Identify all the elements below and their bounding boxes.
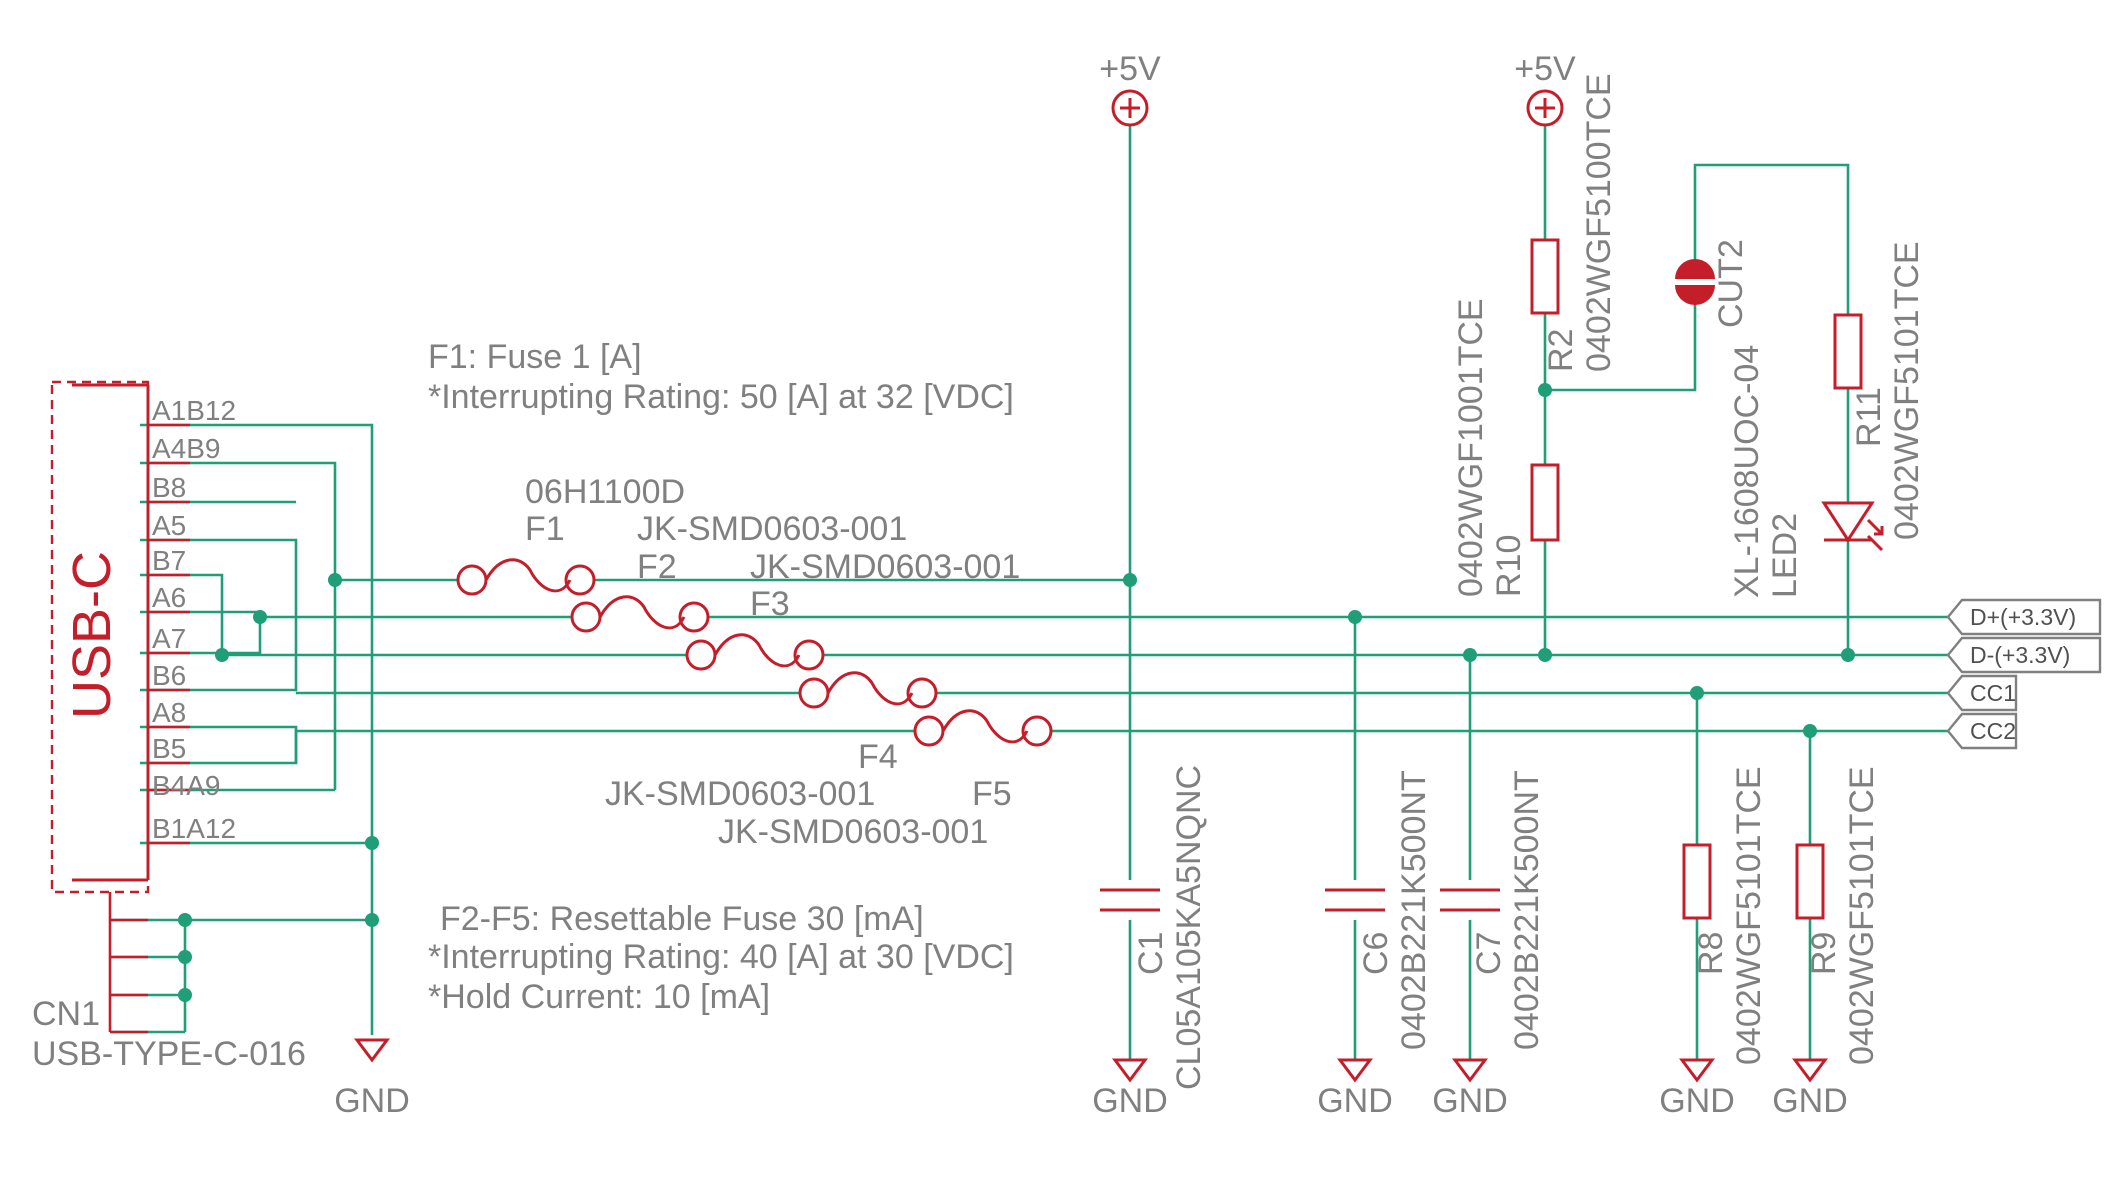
jumper-ref: CUT2	[1712, 239, 1750, 328]
note-f25-hold: *Hold Current: 10 [mA]	[428, 978, 770, 1016]
power-5v-r2: +5V	[1514, 50, 1576, 127]
capacitor-ref: C6	[1357, 932, 1395, 975]
resistor-r11: R11 0402WGF5101TCE	[1833, 241, 1926, 540]
connector-ref: CN1	[32, 995, 100, 1033]
fuse-f4: F4 JK-SMD0603-001	[605, 671, 938, 813]
note-f25-rating: *Interrupting Rating: 40 [A] at 30 [VDC]	[428, 938, 1014, 976]
note-f25-title: F2-F5: Resettable Fuse 30 [mA]	[440, 900, 924, 938]
fuse-value: JK-SMD0603-001	[637, 510, 907, 548]
ground-label: GND	[1432, 1082, 1508, 1120]
fuse-ref: F3	[750, 585, 790, 623]
pin-label: A8	[152, 697, 186, 728]
ground-label: GND	[1659, 1082, 1735, 1120]
capacitor-value: CL05A105KA5NQNC	[1170, 765, 1208, 1090]
capacitor-value: 0402B221K500NT	[1395, 770, 1433, 1050]
usb-c-connector: USB-C A1B12 A4B9 B8 A5 B7 A6 A7 B6 A8 B5…	[32, 380, 306, 1073]
resistor-value: 0402WGF5101TCE	[1843, 766, 1881, 1065]
capacitor-c6: C6 0402B221K500NT	[1325, 770, 1433, 1050]
capacitor-ref: C1	[1132, 932, 1170, 975]
resistor-ref: R2	[1542, 329, 1580, 372]
fuse-value: JK-SMD0603-001	[605, 775, 875, 813]
pin-label: B8	[152, 472, 186, 503]
resistor-r2: R2 0402WGF5100TCE	[1530, 73, 1618, 372]
fuse-ref: F5	[972, 775, 1012, 813]
fuse-ref: F1	[525, 510, 565, 548]
resistor-r10: R10 0402WGF1001TCE	[1452, 298, 1560, 597]
led-ref: LED2	[1766, 513, 1804, 598]
pin-label: A1B12	[152, 395, 236, 426]
fuse-f2: F2 JK-SMD0603-001	[570, 510, 907, 633]
net-labels: D+(+3.3V) D-(+3.3V) CC1 CC2	[1946, 598, 2102, 750]
power-label: +5V	[1514, 50, 1576, 88]
pin-label: B4A9	[152, 770, 221, 801]
pin-label: A5	[152, 510, 186, 541]
connector-value: USB-TYPE-C-016	[32, 1035, 306, 1073]
note-f1-title: F1: Fuse 1 [A]	[428, 338, 642, 376]
capacitor-c1: C1 CL05A105KA5NQNC	[1100, 765, 1208, 1090]
fuse-value: JK-SMD0603-001	[718, 813, 988, 851]
led-led2: XL-1608UOC-04 LED2	[1728, 345, 1884, 598]
resistor-value: 0402WGF5100TCE	[1580, 73, 1618, 372]
resistor-ref: R11	[1850, 387, 1888, 447]
net-label: CC2	[1970, 718, 2016, 744]
resistor-ref: R9	[1805, 932, 1843, 975]
power-5v-c1: +5V	[1099, 50, 1161, 127]
ground-label: GND	[334, 1082, 410, 1120]
resistor-value: 0402WGF5101TCE	[1888, 241, 1926, 540]
fuse-ref: F2	[637, 548, 677, 586]
fuse-value: 06H1100D	[525, 473, 685, 511]
ground-label: GND	[1772, 1082, 1848, 1120]
pin-label: A7	[152, 623, 186, 654]
pin-label: B1A12	[152, 813, 236, 844]
jumper-cut2: CUT2	[1675, 239, 1750, 328]
capacitor-value: 0402B221K500NT	[1508, 770, 1546, 1050]
capacitor-c7: C7 0402B221K500NT	[1440, 770, 1546, 1050]
resistor-value: 0402WGF5101TCE	[1730, 766, 1768, 1065]
fuse-ref: F4	[858, 738, 898, 776]
power-label: +5V	[1099, 50, 1161, 88]
fuse-value: JK-SMD0603-001	[750, 548, 1020, 586]
resistor-r9: R9 0402WGF5101TCE	[1795, 766, 1881, 1065]
net-label: D-(+3.3V)	[1970, 642, 2070, 668]
pin-label: A6	[152, 582, 186, 613]
pin-labels: A1B12 A4B9 B8 A5 B7 A6 A7 B6 A8 B5 B4A9 …	[148, 395, 236, 845]
net-label: CC1	[1970, 680, 2016, 706]
pin-label: B6	[152, 660, 186, 691]
pin-label: A4B9	[152, 433, 221, 464]
pin-label: B7	[152, 545, 186, 576]
ground-label: GND	[1317, 1082, 1393, 1120]
resistor-value: 0402WGF1001TCE	[1452, 298, 1490, 597]
pin-label: B5	[152, 733, 186, 764]
fuse-f3: F3 JK-SMD0603-001	[685, 548, 1020, 671]
connector-title: USB-C	[62, 551, 122, 719]
capacitor-ref: C7	[1470, 932, 1508, 975]
junctions	[178, 383, 1855, 1002]
resistor-r8: R8 0402WGF5101TCE	[1682, 766, 1768, 1065]
fuse-f1: 06H1100D F1	[456, 473, 685, 596]
ground-label: GND	[1092, 1082, 1168, 1120]
resistor-ref: R8	[1692, 932, 1730, 975]
net-label: D+(+3.3V)	[1970, 604, 2076, 630]
ground-symbols: GND GND GND GND GND GND	[334, 1038, 1848, 1120]
resistor-ref: R10	[1490, 535, 1528, 597]
led-value: XL-1608UOC-04	[1728, 345, 1766, 598]
fuse-f5: F5 JK-SMD0603-001	[718, 709, 1053, 851]
design-notes: F1: Fuse 1 [A] *Interrupting Rating: 50 …	[428, 338, 1014, 1016]
note-f1-rating: *Interrupting Rating: 50 [A] at 32 [VDC]	[428, 378, 1014, 416]
